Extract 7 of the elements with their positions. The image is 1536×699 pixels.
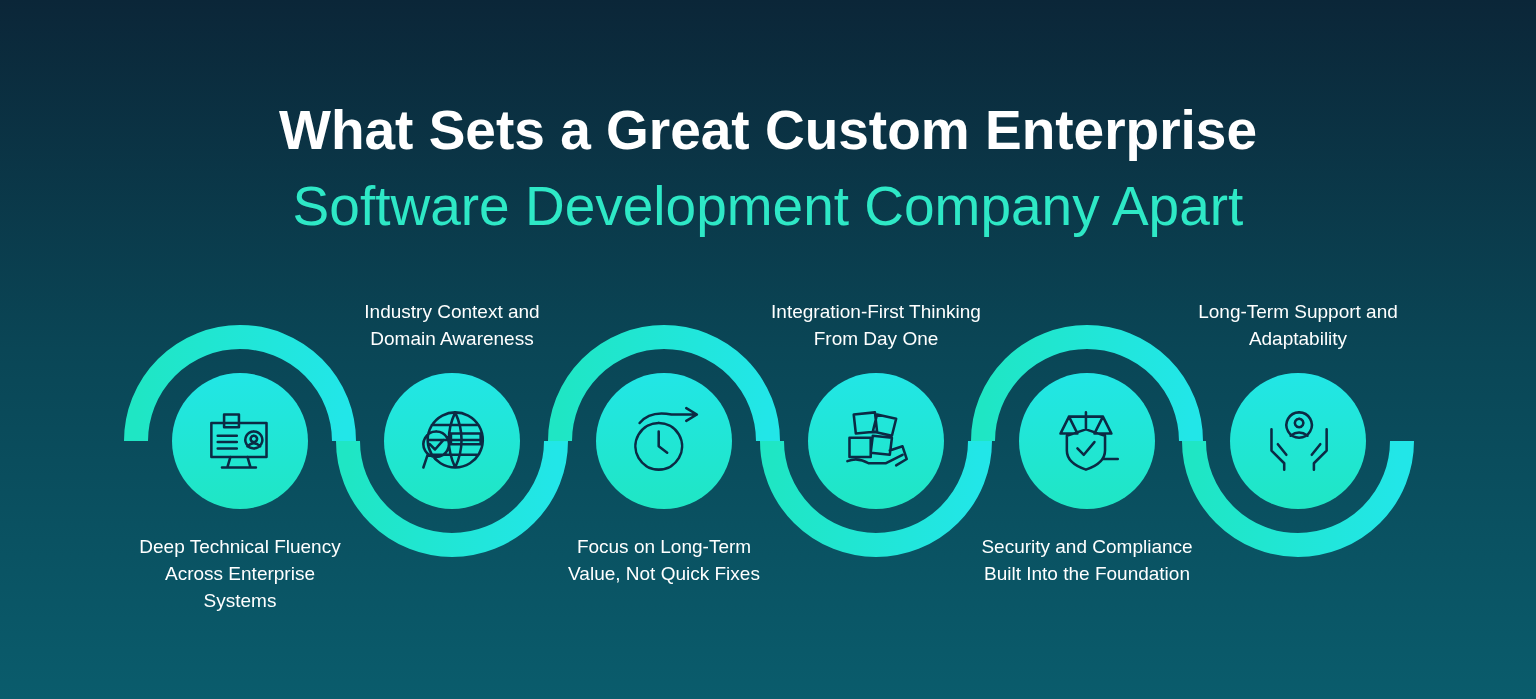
feature-label: Long-Term Support and Adaptability [1197,300,1399,351]
feature-label: Integration-First Thinking From Day One [771,300,981,351]
feature-label: Security and Compliance Built Into the Foundation [980,535,1194,586]
feature-label: Focus on Long-Term Value, Not Quick Fixes [567,535,761,586]
feature-label: Industry Context and Domain Awareness [363,300,541,351]
feature-label: Deep Technical Fluency Across Enterprise Systems [138,535,342,613]
title: What Sets a Great Custom Enterprise Software Development Company Apart [278,98,1258,239]
